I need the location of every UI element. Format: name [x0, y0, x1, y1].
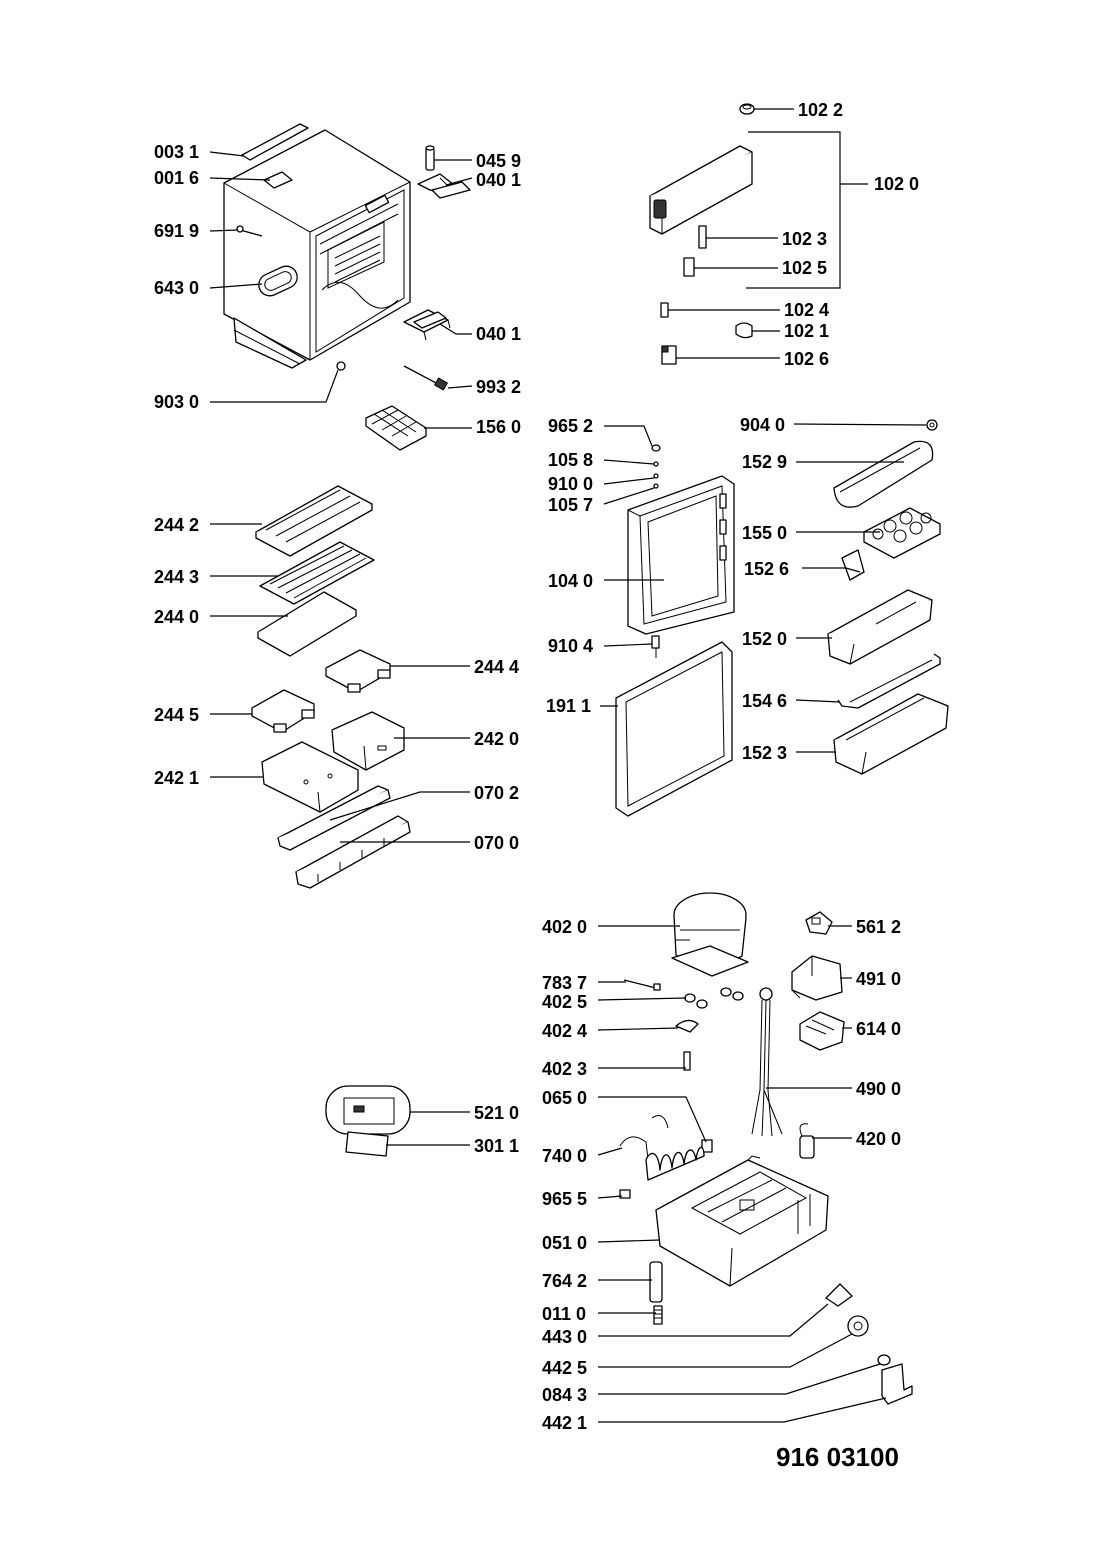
label-1523: 152 3 — [742, 743, 787, 763]
label-4200: 420 0 — [856, 1129, 901, 1149]
door-drawing — [615, 444, 735, 817]
label-0510: 051 0 — [542, 1233, 587, 1253]
cabinet-drawing — [223, 123, 411, 371]
label-0843: 084 3 — [542, 1385, 587, 1405]
electrical-components-drawing — [751, 911, 913, 1405]
label-5210: 521 0 — [474, 1103, 519, 1123]
label-4020: 402 0 — [542, 917, 587, 937]
label-4900: 490 0 — [856, 1079, 901, 1099]
small-components-drawing — [619, 979, 744, 1325]
label-0031: 003 1 — [154, 142, 199, 162]
label-0401-bottom: 040 1 — [476, 324, 521, 344]
label-2440: 244 0 — [154, 607, 199, 627]
label-1058: 105 8 — [548, 450, 593, 470]
label-0700: 070 0 — [474, 833, 519, 853]
label-0702: 070 2 — [474, 783, 519, 803]
label-6430: 643 0 — [154, 278, 199, 298]
door-accessories-drawing — [827, 419, 949, 775]
label-1040: 104 0 — [548, 571, 593, 591]
label-4025: 402 5 — [542, 992, 587, 1012]
freezer-door-drawing — [649, 103, 755, 365]
document-id: 916 03100 — [776, 1442, 899, 1472]
label-4023: 402 3 — [542, 1059, 587, 1079]
bottom-hinge-drawing — [403, 309, 451, 341]
label-1022: 102 2 — [798, 100, 843, 120]
label-4024: 402 4 — [542, 1021, 587, 1041]
label-6140: 614 0 — [856, 1019, 901, 1039]
label-0459: 045 9 — [476, 151, 521, 171]
compressor-drawing — [671, 892, 749, 977]
label-6919: 691 9 — [154, 221, 199, 241]
label-1020: 102 0 — [874, 174, 919, 194]
label-1520: 152 0 — [742, 629, 787, 649]
label-1057: 105 7 — [548, 495, 593, 515]
top-hinge-drawing — [417, 173, 471, 199]
label-0401-top: 040 1 — [476, 170, 521, 190]
label-9932: 993 2 — [476, 377, 521, 397]
base-tray-drawing — [655, 1155, 829, 1287]
label-0110: 011 0 — [542, 1304, 586, 1324]
label-9030: 903 0 — [154, 392, 199, 412]
label-5612: 561 2 — [856, 917, 901, 937]
thermostat-housing-drawing — [325, 1085, 411, 1157]
label-1529: 152 9 — [742, 452, 787, 472]
label-7642: 764 2 — [542, 1271, 587, 1291]
part-labels: 003 1 001 6 691 9 643 0 903 0 045 9 040 … — [154, 100, 919, 1433]
label-4425: 442 5 — [542, 1358, 587, 1378]
label-1911: 191 1 — [546, 696, 591, 716]
hinge-pin-drawing — [425, 145, 435, 171]
label-7400: 740 0 — [542, 1146, 587, 1166]
label-1024: 102 4 — [784, 300, 829, 320]
label-3011: 301 1 — [474, 1136, 519, 1156]
label-1560: 156 0 — [476, 417, 521, 437]
label-9100: 910 0 — [548, 474, 593, 494]
label-2421: 242 1 — [154, 768, 199, 788]
label-1025: 102 5 — [782, 258, 827, 278]
label-1023: 102 3 — [782, 229, 827, 249]
label-4421: 442 1 — [542, 1413, 587, 1433]
label-2445: 244 5 — [154, 705, 199, 725]
label-1021: 102 1 — [784, 321, 829, 341]
label-4430: 443 0 — [542, 1327, 587, 1347]
ice-tray-drawing — [365, 405, 427, 451]
label-1550: 155 0 — [742, 523, 787, 543]
label-0016: 001 6 — [154, 168, 199, 188]
label-0650: 065 0 — [542, 1088, 587, 1108]
label-4910: 491 0 — [856, 969, 901, 989]
label-2420: 242 0 — [474, 729, 519, 749]
label-2442: 244 2 — [154, 515, 199, 535]
label-1526: 152 6 — [744, 559, 789, 579]
leader-lines — [209, 108, 927, 1423]
probe-drawing — [403, 365, 449, 391]
label-1546: 154 6 — [742, 691, 787, 711]
label-9655: 965 5 — [542, 1189, 587, 1209]
label-9040: 904 0 — [740, 415, 785, 435]
label-7837: 783 7 — [542, 973, 587, 993]
label-2443: 244 3 — [154, 567, 199, 587]
label-9104: 910 4 — [548, 636, 593, 656]
label-1026: 102 6 — [784, 349, 829, 369]
shelves-drawing — [251, 485, 411, 889]
label-2444: 244 4 — [474, 657, 519, 677]
label-9652: 965 2 — [548, 416, 593, 436]
